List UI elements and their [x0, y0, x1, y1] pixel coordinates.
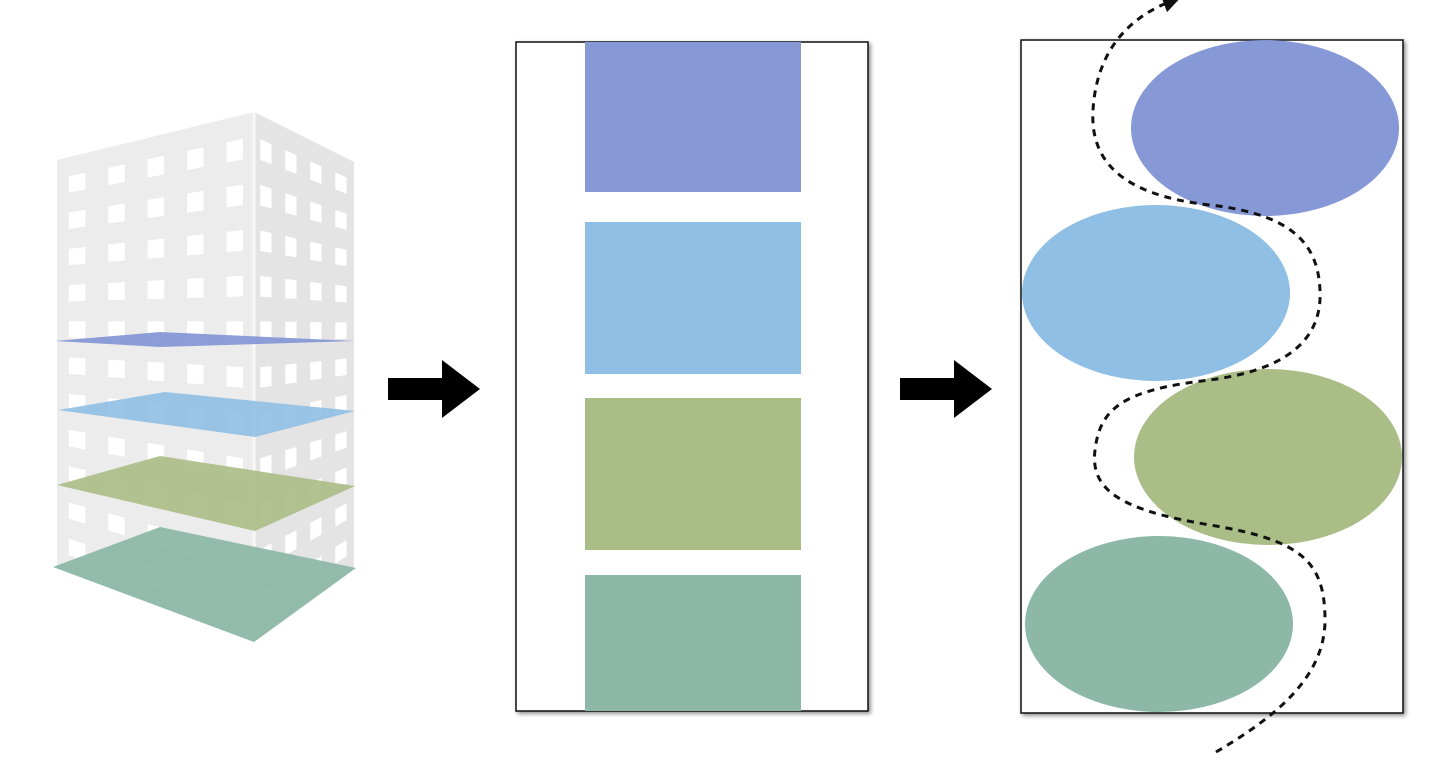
building-window [68, 538, 86, 561]
building-window [335, 394, 347, 415]
building-window [335, 539, 347, 564]
building-window [260, 275, 272, 298]
building-window [285, 363, 297, 384]
building-window [108, 164, 125, 186]
building-window [68, 502, 86, 524]
building-window [260, 366, 272, 388]
building-window [147, 279, 165, 300]
arrow-right-icon [900, 360, 992, 418]
building-window [108, 359, 125, 379]
building-window [68, 321, 86, 339]
building-window [285, 236, 297, 258]
building-window [226, 366, 243, 388]
building-window [68, 284, 86, 302]
building-window [285, 530, 297, 556]
floor-plan-block-1 [585, 42, 801, 192]
floor-slab-2 [58, 392, 355, 437]
building-window [285, 321, 297, 342]
building-window [310, 361, 322, 381]
building-window [285, 446, 297, 470]
building-window [260, 230, 272, 253]
circulation-path [1091, 0, 1327, 754]
building-window [310, 161, 322, 184]
floor-slab-4 [53, 527, 356, 642]
building-window [108, 282, 125, 301]
zone-ellipse-2 [1022, 205, 1290, 381]
building-window [187, 234, 204, 256]
building-window [68, 172, 86, 193]
zone-ellipse-4 [1025, 536, 1293, 712]
zone-ellipse-1 [1131, 40, 1399, 216]
building-window [335, 503, 347, 527]
floor-plan-frame [515, 41, 869, 712]
building-window [285, 193, 297, 216]
building-icon [53, 112, 356, 642]
building-window [226, 184, 243, 208]
building-window [187, 190, 204, 213]
zone-frame [1020, 0, 1404, 754]
building-window [260, 139, 272, 165]
building-window [310, 281, 322, 301]
building-window [310, 516, 322, 541]
building-window [226, 275, 243, 297]
building-window [226, 230, 243, 253]
building-window [335, 247, 347, 267]
building-window [108, 242, 125, 262]
floor-plan-block-2 [585, 222, 801, 374]
arrow-right-icon [388, 360, 480, 418]
building-window [68, 209, 86, 229]
building-window [108, 321, 125, 340]
building-window [335, 172, 347, 194]
building-window [285, 278, 297, 300]
building-window [335, 284, 347, 303]
building-window [147, 238, 165, 259]
building-window [147, 361, 165, 382]
building-window [285, 150, 297, 175]
building-window [187, 277, 204, 298]
building-window [187, 364, 204, 385]
building-window [147, 197, 165, 219]
floor-plan-block-4 [585, 575, 801, 711]
building-window [335, 322, 347, 340]
building-window [335, 358, 347, 377]
floor-plan-block-3 [585, 398, 801, 550]
building-window [68, 430, 86, 450]
building-window [108, 436, 125, 457]
building-window [310, 439, 322, 461]
building-window [260, 184, 272, 209]
floor-slab-1 [55, 332, 355, 347]
building-window [335, 431, 347, 452]
floor-slab-3 [57, 456, 355, 531]
building-window [108, 203, 125, 224]
building-window [187, 147, 204, 171]
building-window [310, 322, 322, 341]
zone-ellipse-3 [1134, 369, 1402, 545]
building-window [68, 357, 86, 376]
building-window [68, 247, 86, 266]
building-window [310, 241, 322, 262]
building-window [335, 209, 347, 230]
building-window [147, 155, 165, 178]
building-window [310, 201, 322, 223]
building-window [108, 513, 125, 536]
building-window [226, 138, 243, 163]
